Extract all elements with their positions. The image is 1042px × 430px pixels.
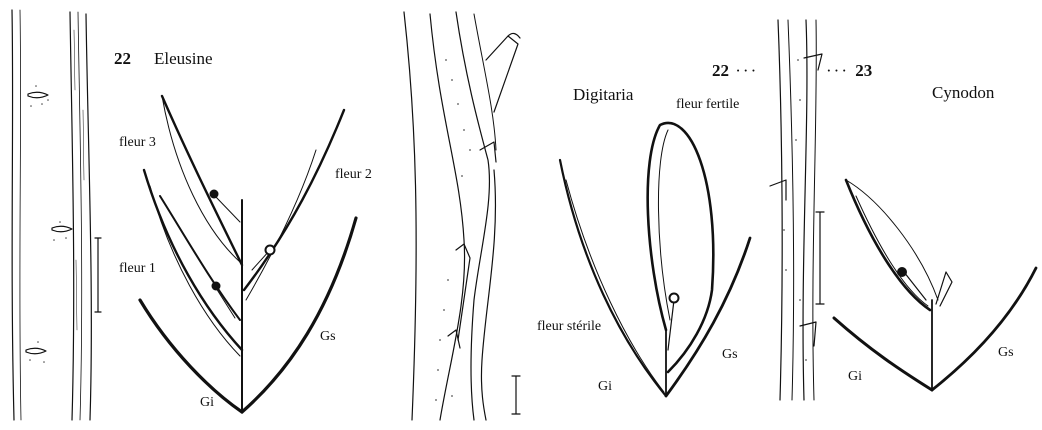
label-fleur-3: fleur 3 bbox=[119, 136, 156, 150]
eleusine-anther-dots bbox=[210, 190, 221, 291]
label-eleusine-gs: Gs bbox=[320, 330, 336, 344]
label-cynodon-gi: Gi bbox=[848, 370, 862, 384]
eleusine-rachis-drawing bbox=[12, 10, 101, 420]
rachis-ref-23-text: 23 bbox=[855, 61, 872, 80]
digitaria-rachis-drawing bbox=[404, 12, 520, 420]
eleusine-spikelet-drawing bbox=[140, 96, 356, 412]
eleusine-stipple bbox=[29, 85, 67, 363]
label-fleur-sterile: fleur stérile bbox=[537, 320, 601, 334]
rachis-ref-22: 22 ··· bbox=[712, 62, 758, 79]
label-fleur-1: fleur 1 bbox=[119, 262, 156, 276]
genus-eleusine: Eleusine bbox=[154, 50, 213, 67]
label-eleusine-gi: Gi bbox=[200, 396, 214, 410]
cynodon-rachis-drawing bbox=[770, 20, 824, 400]
rachis-ref-23: ··· 23 bbox=[826, 62, 872, 79]
cynodon-anther bbox=[897, 267, 907, 277]
label-cynodon-gs: Gs bbox=[998, 346, 1014, 360]
genus-digitaria: Digitaria bbox=[573, 86, 633, 103]
label-fleur-fertile: fleur fertile bbox=[676, 98, 739, 112]
label-digitaria-gs: Gs bbox=[722, 348, 738, 362]
genus-cynodon: Cynodon bbox=[932, 84, 994, 101]
rachis-ref-22-text: 22 bbox=[712, 61, 729, 80]
label-fleur-2: fleur 2 bbox=[335, 168, 372, 182]
label-digitaria-gi: Gi bbox=[598, 380, 612, 394]
eleusine-anther-open bbox=[266, 246, 275, 255]
digitaria-anther bbox=[670, 294, 679, 303]
figure-number-22: 22 bbox=[114, 50, 131, 67]
